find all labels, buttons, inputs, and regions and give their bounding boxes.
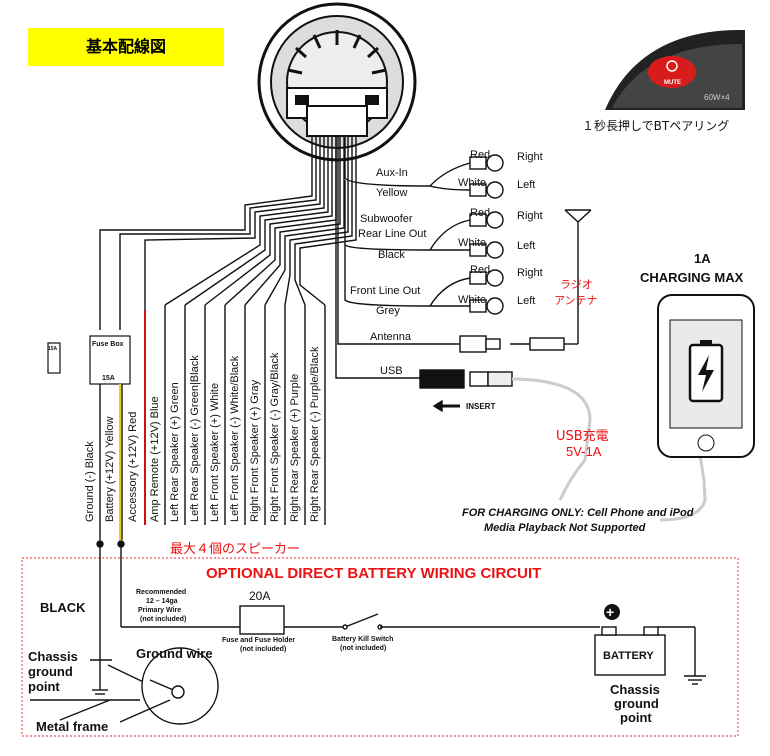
wire-lf-plus: Left Front Speaker (+) White <box>209 383 221 522</box>
charging-max: CHARGING MAX <box>640 270 744 285</box>
kill-switch-label: Battery Kill Switch <box>332 636 393 643</box>
yellow-label: Yellow <box>376 187 407 199</box>
metal-frame-label: Metal frame <box>36 719 108 734</box>
fuse-box-rating: 15A <box>102 375 115 382</box>
insert-label: INSERT <box>466 402 495 411</box>
rca-front-out <box>429 269 504 315</box>
fuse-holder-label: Fuse and Fuse Holder <box>222 637 295 644</box>
wire-amp-remote: Amp Remote (+12V) Blue <box>149 396 161 522</box>
aux-right: Right <box>517 151 543 163</box>
front-left: Left <box>517 295 535 307</box>
wire-rf-minus: Right Front Speaker (-) Gray/Black <box>269 352 281 522</box>
chassis-left-3: point <box>28 679 60 694</box>
spare-fuse-rating: 15A <box>48 346 58 352</box>
fuse-holder-note: (not included) <box>240 646 286 653</box>
optional-circuit-title: OPTIONAL DIRECT BATTERY WIRING CIRCUIT <box>206 565 541 582</box>
ground-wire-label: Ground wire <box>136 646 213 661</box>
aux-white: White <box>458 177 486 189</box>
chassis-left-2: ground <box>28 664 73 679</box>
usb-label: USB <box>380 365 403 377</box>
battery-plus-icon <box>604 604 620 620</box>
battery-label: BATTERY <box>603 650 654 662</box>
aux-red: Red <box>470 149 490 161</box>
rca-aux-in <box>429 154 504 199</box>
chassis-right-3: point <box>620 710 652 725</box>
grey-label: Grey <box>376 305 400 317</box>
charging-1a: 1A <box>694 251 711 266</box>
chassis-right-2: ground <box>614 696 659 711</box>
mute-button-photo: MUTE 60W×4 <box>605 29 745 110</box>
sub-red: Red <box>470 207 490 219</box>
sub-left: Left <box>517 240 535 252</box>
max-speakers-note: 最大４個のスピーカー <box>170 542 300 557</box>
radio-antenna-label-1: ラジオ <box>560 278 593 291</box>
aux-in-label: Aux-In <box>376 167 408 179</box>
chassis-right-1: Chassis <box>610 682 660 697</box>
sub-right: Right <box>517 210 543 222</box>
fuse-box-label: Fuse Box <box>92 341 124 348</box>
wire-lr-minus: Left Rear Speaker (-) Green|Black <box>189 355 201 522</box>
wire-accessory: Accessory (+12V) Red <box>127 412 139 522</box>
black-label: BLACK <box>40 600 86 615</box>
fuse-box <box>47 335 131 385</box>
optional-circuit-wiring <box>30 540 706 725</box>
wire-lr-plus: Left Rear Speaker (+) Green <box>169 382 181 522</box>
rec-4: (not included) <box>140 616 186 623</box>
wire-ground: Ground (-) Black <box>84 441 96 522</box>
rec-1: Recommended <box>136 589 186 596</box>
title-banner: 基本配線図 <box>28 28 224 66</box>
wire-lf-minus: Left Front Speaker (-) White/Black <box>229 355 241 522</box>
usb-charge-1: USB充電 <box>556 428 609 444</box>
wire-rr-minus: Right Rear Speaker (-) Purple/Black <box>309 346 321 522</box>
wire-leads <box>99 305 326 540</box>
charging-note-2: Media Playback Not Supported <box>484 522 646 534</box>
aux-left: Left <box>517 179 535 191</box>
radio-antenna-label-2: アンテナ <box>554 294 598 307</box>
fuse-holder-rating: 20A <box>249 589 270 603</box>
wire-rr-plus: Right Rear Speaker (+) Purple <box>289 374 301 522</box>
svg-text:+: + <box>606 604 614 620</box>
usb-connector <box>419 369 707 522</box>
rec-2: 12 – 14ga <box>146 598 178 605</box>
bt-pairing-note: １秒長押しでBTペアリング <box>582 119 729 133</box>
phone-icon <box>657 294 755 458</box>
head-unit <box>257 2 417 162</box>
sub-white: White <box>458 237 486 249</box>
chassis-left-1: Chassis <box>28 649 78 664</box>
rca-sub-out <box>429 211 504 259</box>
front-white: White <box>458 294 486 306</box>
mute-label: MUTE <box>664 80 681 86</box>
optional-circuit-box <box>21 557 739 737</box>
rear-line-out-label: Rear Line Out <box>358 228 426 240</box>
antenna-connector <box>459 209 592 353</box>
page-title: 基本配線図 <box>85 37 166 56</box>
front-right: Right <box>517 267 543 279</box>
front-red: Red <box>470 264 490 276</box>
main-harness <box>99 136 460 379</box>
wire-battery: Battery (+12V) Yellow <box>104 416 116 522</box>
black-wire-label: Black <box>378 249 405 261</box>
rec-3: Primary Wire <box>138 607 181 614</box>
front-line-out-label: Front Line Out <box>350 285 420 297</box>
antenna-label: Antenna <box>370 331 412 343</box>
kill-switch-note: (not included) <box>340 645 386 652</box>
svg-text:60W×4: 60W×4 <box>704 93 730 102</box>
subwoofer-label: Subwoofer <box>360 213 413 225</box>
usb-charge-2: 5V-1A <box>566 444 602 459</box>
charging-note-1: FOR CHARGING ONLY: Cell Phone and iPod <box>462 507 694 519</box>
wire-rf-plus: Right Front Speaker (+) Gray <box>249 379 261 522</box>
